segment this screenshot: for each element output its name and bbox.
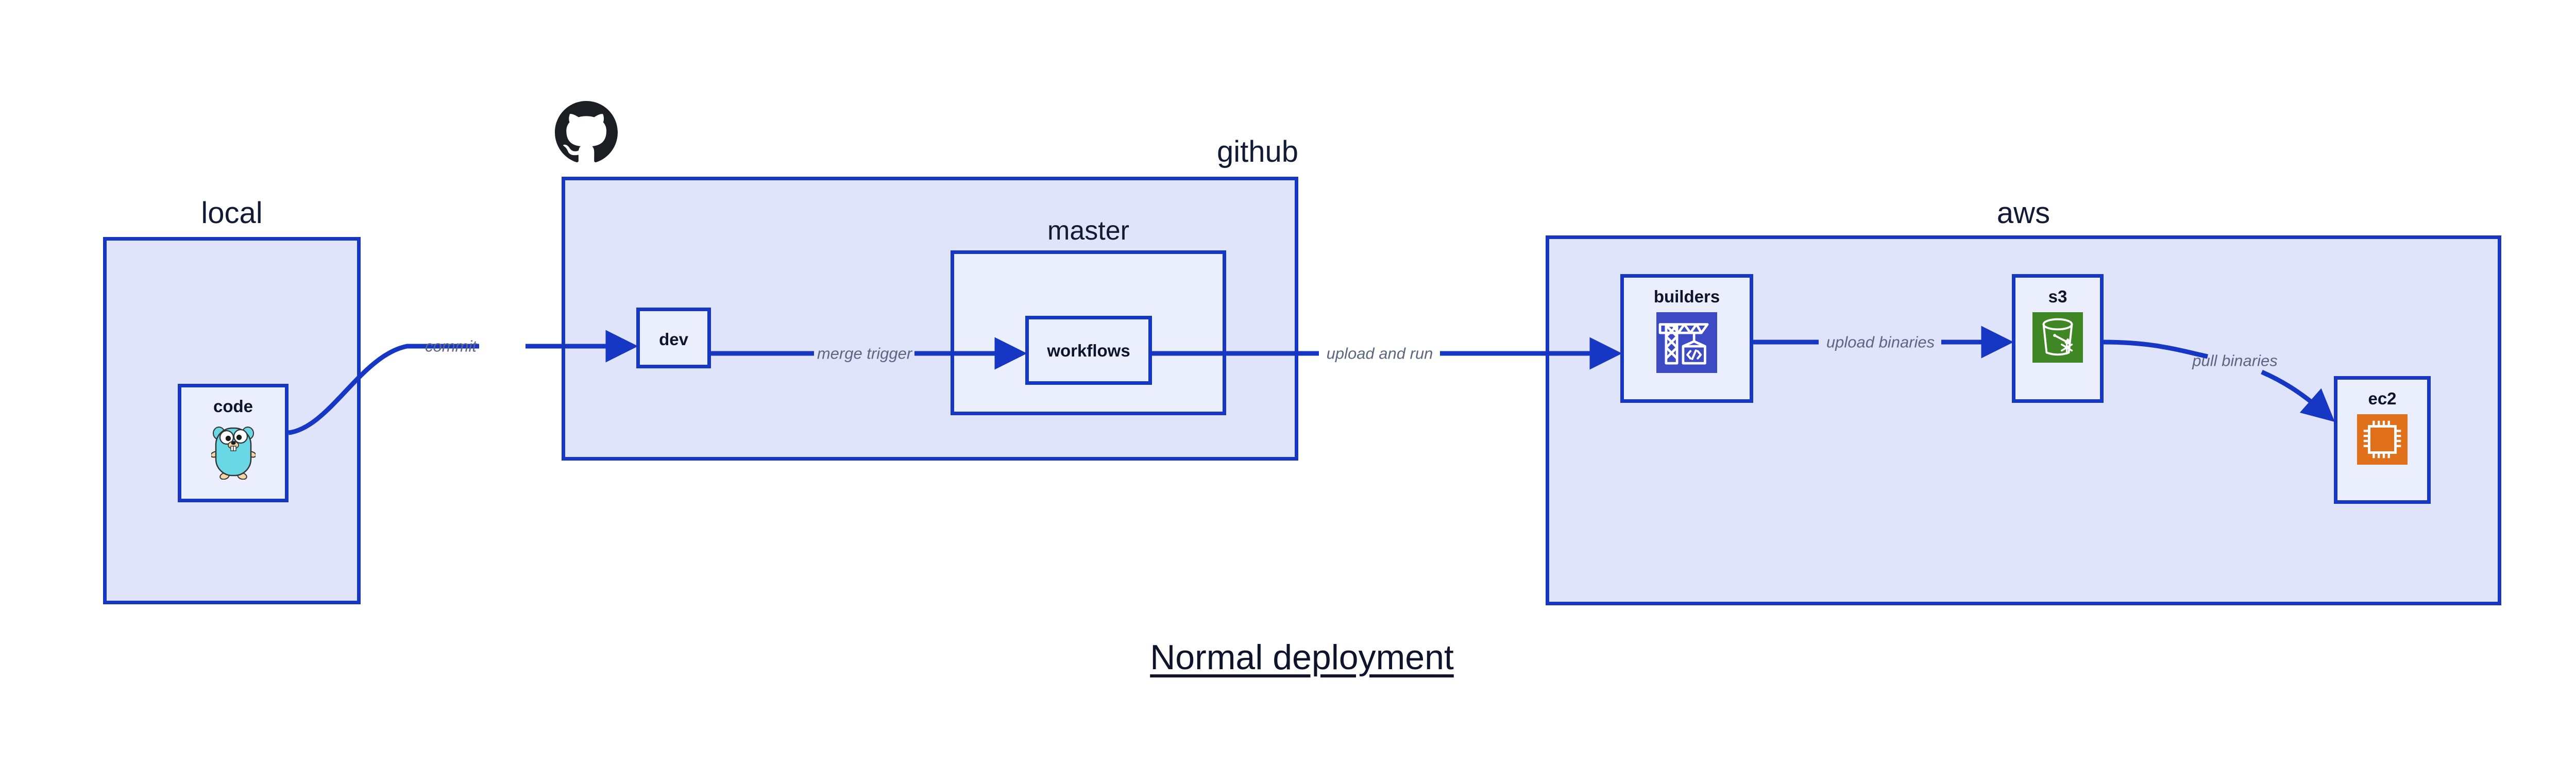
edge-label-upload-binaries: upload binaries	[1826, 333, 1935, 351]
node-dev[interactable]: dev	[636, 308, 711, 368]
node-label-dev: dev	[659, 330, 688, 349]
group-label-github: github	[1216, 135, 1298, 168]
aws-ec2-chip-icon	[2357, 414, 2408, 467]
node-label-ec2: ec2	[2368, 389, 2397, 408]
subgroup-label-master: master	[1047, 216, 1129, 246]
aws-s3-glacier-icon	[2032, 312, 2083, 365]
node-code[interactable]: code	[178, 384, 289, 502]
go-gopher-icon	[210, 422, 257, 482]
node-label-workflows: workflows	[1047, 341, 1130, 360]
diagram-title: Normal deployment	[1150, 638, 1454, 677]
node-s3[interactable]: s3	[2012, 274, 2104, 403]
edge-label-pull-binaries: pull binaries	[2192, 351, 2278, 370]
group-label-aws: aws	[1996, 196, 2050, 230]
aws-codebuild-icon	[1656, 312, 1717, 376]
group-label-local: local	[201, 196, 263, 230]
node-label-s3: s3	[2048, 287, 2067, 306]
node-builders[interactable]: builders	[1620, 274, 1753, 403]
edge-label-merge-trigger: merge trigger	[817, 344, 912, 363]
node-label-code: code	[213, 397, 253, 416]
github-logo	[555, 101, 618, 166]
node-workflows[interactable]: workflows	[1025, 316, 1152, 385]
edge-label-upload-and-run: upload and run	[1326, 344, 1433, 363]
edge-label-commit: commit	[425, 337, 477, 355]
node-ec2[interactable]: ec2	[2334, 376, 2431, 504]
node-label-builders: builders	[1653, 287, 1720, 306]
